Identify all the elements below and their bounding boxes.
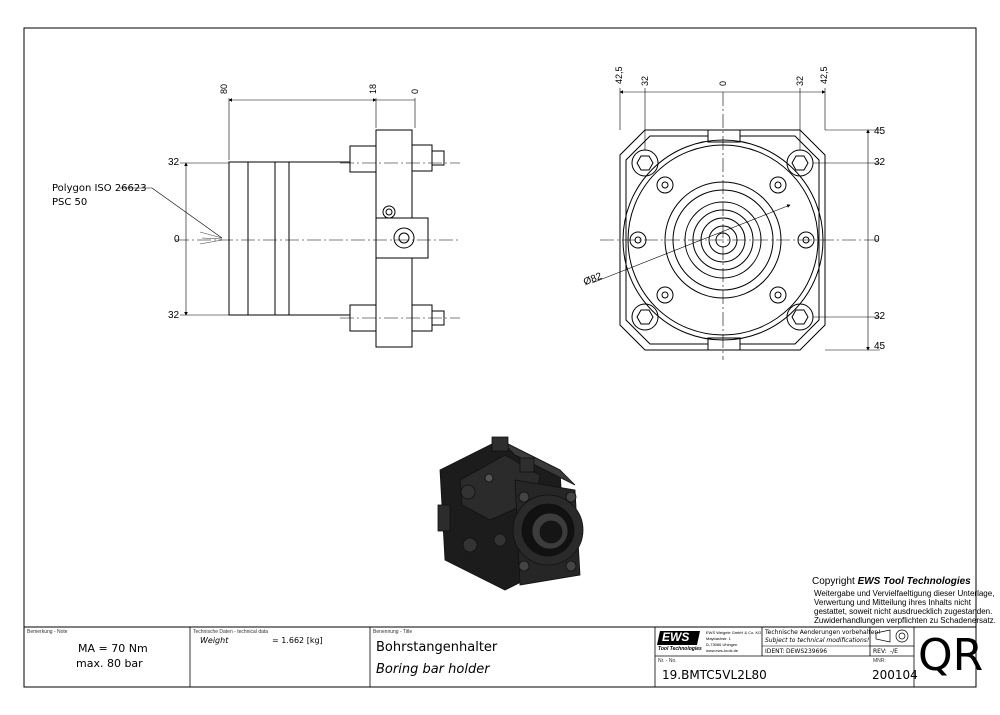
side-dim-left-0: 0 <box>174 234 180 245</box>
front-dim-right-32-bottom: 32 <box>874 311 886 322</box>
company-line-2: Maybachstr. 1 <box>706 636 731 641</box>
company-line-1: EWS Weigele GmbH & Co. KG <box>706 630 762 635</box>
front-dim-right-32-top: 32 <box>874 157 886 168</box>
isometric-render <box>437 436 584 591</box>
side-dim-left-32-bottom: 32 <box>168 310 180 321</box>
title-label: Benennung - Title <box>373 629 413 635</box>
copyright-brand: EWS Tool Technologies <box>857 576 971 587</box>
front-view <box>591 88 880 360</box>
callout-psc: PSC 50 <box>52 197 88 208</box>
side-dim-top-80: 80 <box>219 83 229 94</box>
mnr-value: 200104 <box>872 668 918 682</box>
title-block-grid <box>24 626 976 687</box>
copyright-line-4: Zuwiderhandlungen verpflichten zu Schade… <box>814 616 996 625</box>
qr-mark: QR <box>918 630 984 681</box>
front-dim-right-0: 0 <box>874 234 880 245</box>
front-dim-top-42-5-right: 42,5 <box>819 66 829 84</box>
logo-subtitle: Tool Technologies <box>658 646 702 652</box>
drawing-frame <box>23 27 977 688</box>
front-dim-top-32-left: 32 <box>640 75 650 86</box>
front-dim-right-45-top: 45 <box>874 126 886 137</box>
ident-label: IDENT: <box>765 648 785 655</box>
rev-value: -/E <box>890 648 898 655</box>
front-dim-top-0: 0 <box>718 80 728 86</box>
company-line-4: www.ews-tools.de <box>706 648 739 653</box>
callout-polygon: Polygon ISO 26623 <box>52 183 147 194</box>
front-dim-right-45-bottom: 45 <box>874 341 886 352</box>
change-notice-de: Technische Aenderungen vorbehalten! <box>765 629 881 636</box>
note-line-2: max. 80 bar <box>76 657 143 670</box>
front-dim-top-32-right: 32 <box>795 75 805 86</box>
copyright-line-1: Weitergabe und Vervielfaeltigung dieser … <box>814 589 995 598</box>
nr-label: Nr. - No. <box>658 658 677 664</box>
tech-data-label: Technische Daten - technical data <box>193 629 269 635</box>
front-dim-top-42-5-left: 42,5 <box>614 66 624 84</box>
mnr-label: MNR: <box>873 658 886 664</box>
ews-logo <box>657 631 700 645</box>
logo-text: EWS <box>662 630 690 644</box>
rev-label: REV: <box>873 648 887 655</box>
copyright-line-2: Verwertung und Mitteilung ihres Inhalts … <box>814 598 971 607</box>
side-dim-left-32-top: 32 <box>168 157 180 168</box>
copyright-line-3: gestattet, soweit nicht ausdruecklich zu… <box>814 607 993 616</box>
weight-value: = 1.662 [kg] <box>272 636 323 645</box>
ident-value: DEWS239696 <box>786 648 828 655</box>
copyright-title: Copyright EWS Tool Technologies <box>812 576 971 587</box>
change-notice-en: Subject to technical modifications! <box>765 637 870 644</box>
title-german: Bohrstangenhalter <box>376 640 498 655</box>
side-dim-top-18: 18 <box>368 83 378 94</box>
note-line-1: MA = 70 Nm <box>78 642 148 655</box>
part-number: 19.BMTC5VL2L80 <box>662 668 767 682</box>
company-line-3: D-73066 Uhingen <box>706 642 738 647</box>
copyright-prefix: Copyright <box>812 576 858 587</box>
side-view <box>120 98 460 348</box>
side-dim-top-0: 0 <box>410 88 420 94</box>
title-english: Boring bar holder <box>376 662 490 677</box>
weight-label: Weight <box>200 636 229 645</box>
note-label: Bemerkung - Note <box>27 629 68 635</box>
